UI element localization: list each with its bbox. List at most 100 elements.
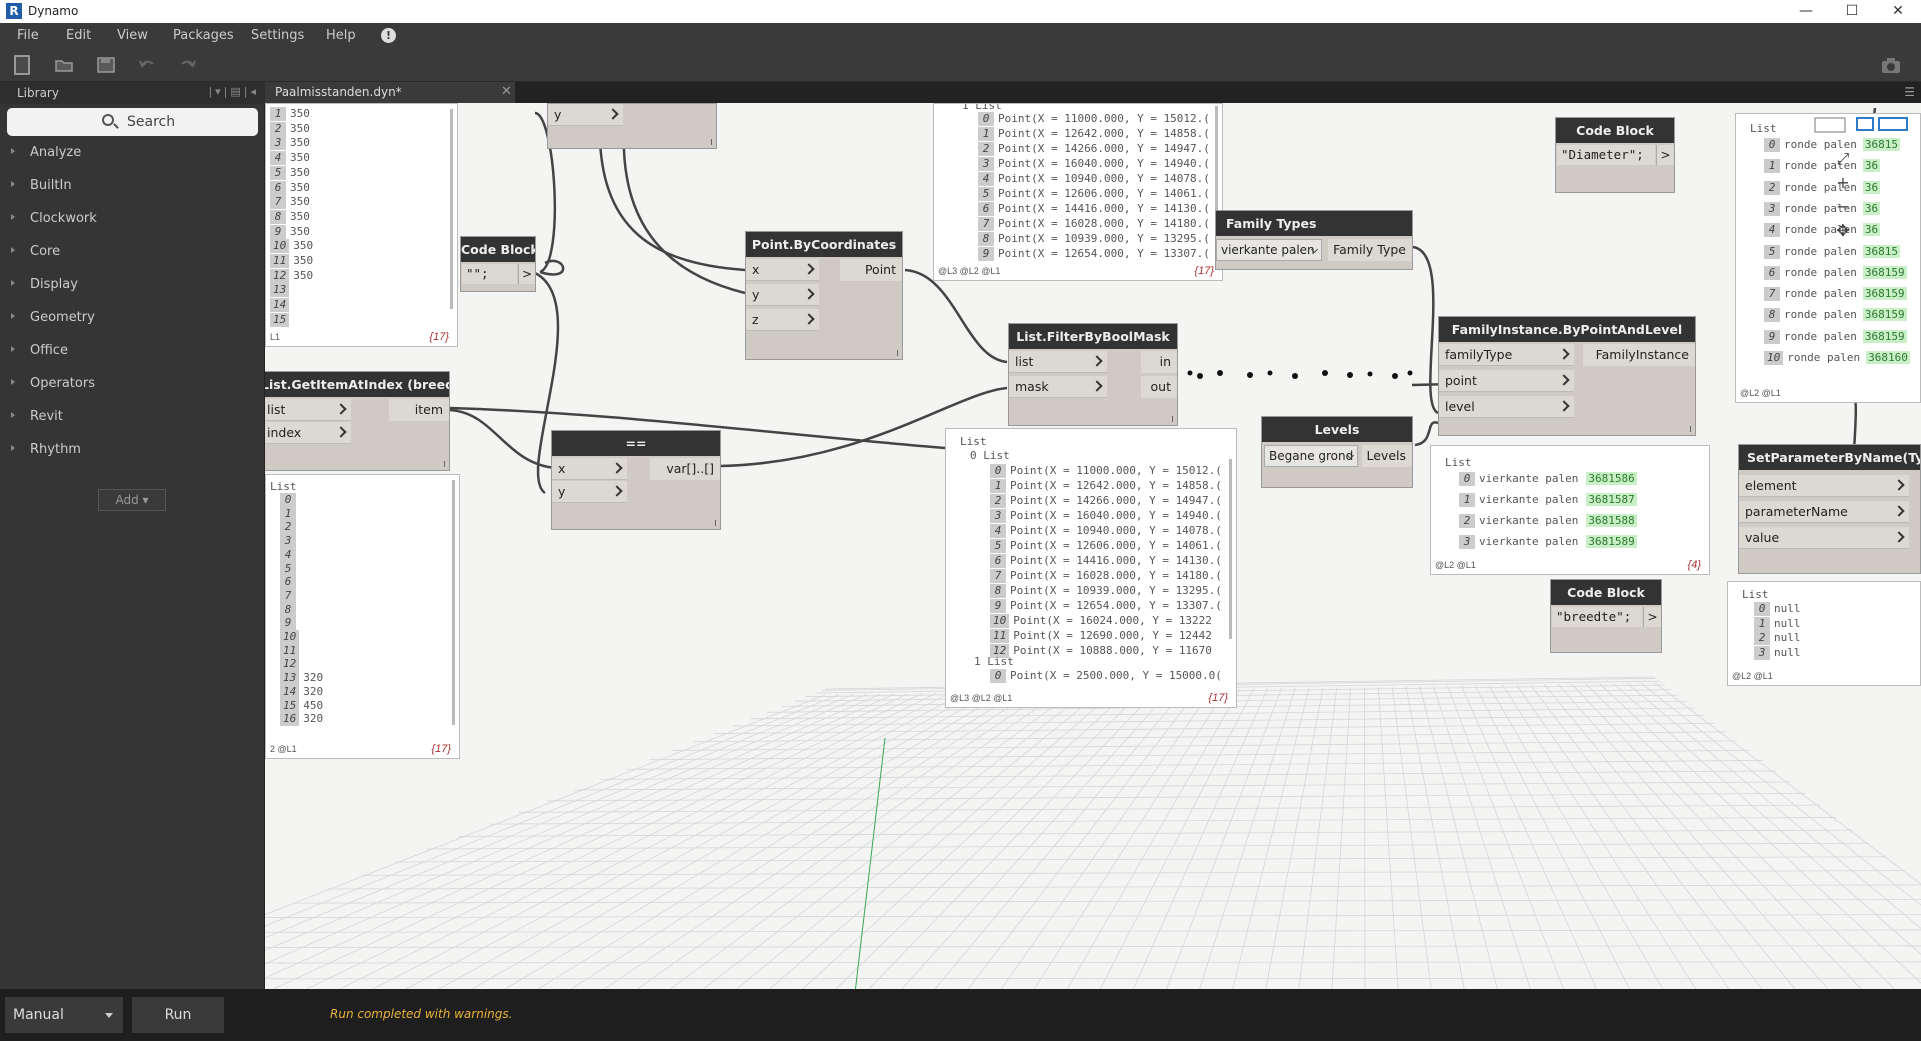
pan-icon[interactable]: ✥ — [1836, 221, 1850, 240]
node-list-getitematindex[interactable]: List.GetItemAtIndex (breedte) list index… — [265, 371, 450, 471]
node-equals[interactable]: == x y var[]..[] — [551, 430, 721, 530]
resize-grip[interactable] — [711, 139, 712, 145]
new-file-icon[interactable] — [14, 55, 30, 75]
watch-scrollbar[interactable] — [452, 480, 455, 725]
outport-out[interactable]: out — [1141, 376, 1177, 398]
resize-grip[interactable] — [444, 461, 445, 467]
levels-dropdown[interactable]: Begane grond — [1264, 445, 1358, 467]
node-code-block-diameter[interactable]: Code Block "Diameter"; > — [1555, 117, 1675, 193]
outport-levels[interactable]: Levels — [1362, 445, 1412, 467]
close-icon[interactable]: ✕ — [1892, 3, 1904, 19]
minimize-icon[interactable]: — — [1799, 3, 1813, 19]
inport-y[interactable]: y — [746, 284, 819, 306]
outport-in[interactable]: in — [1141, 351, 1177, 373]
maximize-icon[interactable]: ☐ — [1845, 3, 1859, 19]
library-category-display[interactable]: Display — [0, 270, 265, 303]
library-category-geometry[interactable]: Geometry — [0, 303, 265, 336]
library-search-input[interactable]: Search — [7, 108, 258, 136]
node-familyinstance-bypointandlevel[interactable]: FamilyInstance.ByPointAndLevel familyTyp… — [1438, 316, 1696, 436]
zoom-fit-icon[interactable]: ⤢ — [1836, 149, 1850, 168]
inport-x[interactable]: x — [552, 458, 627, 480]
watch-scrollbar[interactable] — [450, 109, 453, 309]
inport-z[interactable]: z — [746, 309, 819, 331]
library-category-operators[interactable]: Operators — [0, 369, 265, 402]
outport-var[interactable]: var[]..[] — [650, 458, 720, 480]
watch-scrollbar[interactable] — [1215, 106, 1218, 211]
add-button[interactable]: Add ▾ — [98, 489, 166, 511]
tab-close-icon[interactable]: ✕ — [501, 84, 512, 99]
inport-list[interactable]: list — [265, 399, 351, 421]
outport-family-type[interactable]: Family Type — [1328, 239, 1412, 261]
run-button[interactable]: Run — [132, 997, 224, 1033]
node-code-block-empty[interactable]: Code Block ""; > — [460, 236, 536, 292]
warning-icon[interactable]: ! — [381, 28, 396, 43]
node-levels[interactable]: Levels Begane grond Levels — [1261, 416, 1413, 488]
tab-paalmisstanden[interactable]: Paalmisstanden.dyn* ✕ — [265, 82, 515, 103]
outport-point[interactable]: Point — [840, 259, 902, 281]
undo-icon[interactable] — [137, 55, 157, 75]
inport-list[interactable]: list — [1009, 351, 1107, 373]
resize-grip[interactable] — [1172, 416, 1173, 422]
camera-icon[interactable] — [1880, 55, 1900, 75]
menu-file[interactable]: File — [17, 28, 39, 43]
family-type-dropdown[interactable]: vierkante palen — [1216, 239, 1322, 261]
menu-view[interactable]: View — [117, 28, 148, 43]
view-toggle-icons[interactable] — [1813, 115, 1913, 135]
library-category-revit[interactable]: Revit — [0, 402, 265, 435]
library-category-clockwork[interactable]: Clockwork — [0, 204, 265, 237]
outport-familyinstance[interactable]: FamilyInstance — [1583, 344, 1695, 366]
inport-point[interactable]: point — [1439, 370, 1574, 392]
outport-item[interactable]: item — [389, 399, 449, 421]
node-list-filterbyboolmask[interactable]: List.FilterByBoolMask list mask in out — [1008, 323, 1178, 426]
library-category-office[interactable]: Office — [0, 336, 265, 369]
inport-mask[interactable]: mask — [1009, 376, 1107, 398]
inport-y[interactable]: y — [548, 104, 623, 126]
inport-element[interactable]: element — [1739, 475, 1909, 497]
menu-help[interactable]: Help — [326, 28, 356, 43]
library-category-core[interactable]: Core — [0, 237, 265, 270]
code-text[interactable]: "breedte"; — [1552, 607, 1642, 627]
inport-familytype[interactable]: familyType — [1439, 344, 1574, 366]
watch-scrollbar[interactable] — [1229, 459, 1232, 639]
menu-packages[interactable]: Packages — [173, 28, 234, 43]
menu-settings[interactable]: Settings — [251, 28, 305, 43]
redo-icon[interactable] — [178, 55, 198, 75]
node-code-block-breedte[interactable]: Code Block "breedte"; > — [1550, 579, 1662, 653]
output-port[interactable]: > — [518, 264, 535, 284]
resize-grip[interactable] — [715, 520, 716, 526]
code-text[interactable]: ""; — [462, 264, 517, 284]
node-setparameterbyname[interactable]: SetParameterByName(Type) element paramet… — [1738, 444, 1921, 574]
library-category-builtin[interactable]: BuiltIn — [0, 171, 265, 204]
zoom-in-icon[interactable]: + — [1836, 173, 1850, 192]
resize-grip[interactable] — [897, 350, 898, 356]
save-icon[interactable] — [96, 55, 116, 75]
open-folder-icon[interactable] — [54, 55, 74, 75]
inport-index[interactable]: index — [265, 422, 351, 444]
library-category-rhythm[interactable]: Rhythm — [0, 435, 265, 468]
node-y-partial[interactable]: y — [547, 103, 717, 149]
library-category-analyze[interactable]: Analyze — [0, 138, 265, 171]
node-point-bycoordinates[interactable]: Point.ByCoordinates x y z Point — [745, 231, 903, 360]
output-port[interactable]: > — [1656, 145, 1674, 165]
run-mode-select[interactable]: Manual — [5, 997, 123, 1033]
inport-value[interactable]: value — [1739, 527, 1909, 549]
inport-parametername[interactable]: parameterName — [1739, 501, 1909, 523]
node-family-types[interactable]: Family Types vierkante palen Family Type — [1215, 210, 1413, 270]
tab-menu-icon[interactable]: ☰ — [1904, 85, 1915, 99]
menu-edit[interactable]: Edit — [66, 28, 92, 43]
inport-level[interactable]: level — [1439, 396, 1574, 418]
zoom-out-icon[interactable]: − — [1836, 197, 1850, 216]
code-text[interactable]: "Diameter"; — [1557, 145, 1655, 165]
inport-y[interactable]: y — [552, 481, 627, 503]
library-header-controls-icon[interactable]: |▾|▤|◂ — [208, 85, 259, 98]
resize-grip[interactable] — [1690, 426, 1691, 432]
inport-x[interactable]: x — [746, 259, 819, 281]
